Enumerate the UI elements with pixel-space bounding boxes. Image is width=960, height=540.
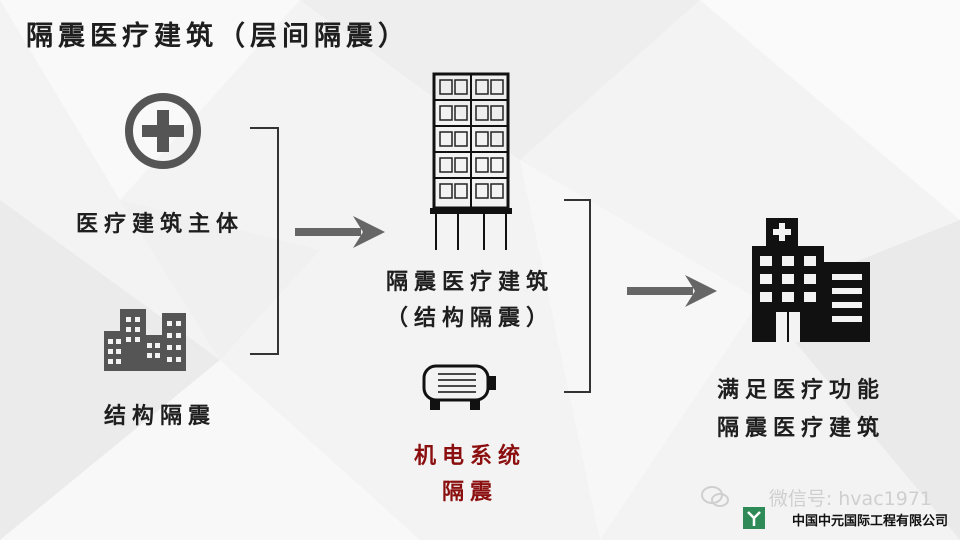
hospital-icon (752, 218, 870, 342)
result-label-line2: 隔震医疗建筑 (716, 416, 885, 441)
watermark-text: 微信号: hvac1971 (768, 488, 932, 510)
arrow-right-icon (295, 216, 385, 248)
mep-equipment-icon (422, 364, 496, 410)
medical-cross-icon (125, 93, 201, 169)
tall-building-icon (430, 72, 512, 250)
isolated-building-label-line2: （结构隔震） (385, 306, 554, 331)
company-name: 中国中元国际工程有限公司 (791, 514, 948, 529)
mep-isolation-label-line2: 隔震 (441, 480, 498, 505)
arrow-right-icon (627, 275, 717, 307)
building-cluster-icon (104, 309, 186, 371)
right-bracket (564, 199, 591, 393)
company-logo-icon (743, 507, 765, 529)
page-title: 隔震医疗建筑（层间隔震） (26, 21, 410, 52)
left-bracket (250, 127, 279, 355)
isolated-building-label-line1: 隔震医疗建筑 (385, 270, 554, 295)
wechat-icon (701, 486, 729, 507)
structural-isolation-label: 结构隔震 (103, 404, 216, 429)
mep-isolation-label-line1: 机电系统 (413, 444, 526, 469)
result-label-line1: 满足医疗功能 (716, 378, 885, 403)
medical-body-label: 医疗建筑主体 (75, 212, 244, 237)
